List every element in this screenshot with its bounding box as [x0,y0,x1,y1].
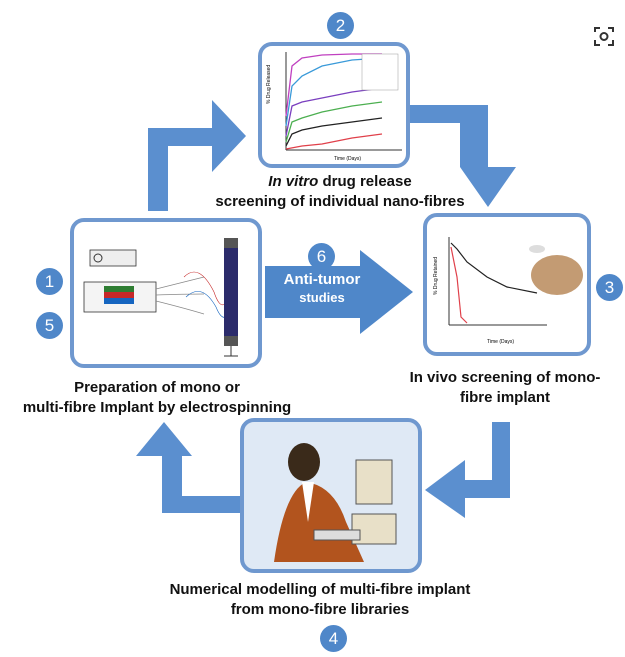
invivo-line2: fibre implant [459,389,550,406]
anti-tumor-arrow [265,250,413,334]
invitro-release-plot: % Drug Released Time (Days) [266,52,402,162]
step-5-badge: 5 [36,312,63,339]
electrospinning-panel [70,218,262,368]
step-4-badge: 4 [320,625,347,652]
svg-text:Time (Days): Time (Days) [334,156,361,162]
invivo-retention-plot: % Drug Retained Time (Days) [433,237,583,345]
invitro-line2: screening of individual nano-fibres [215,193,465,210]
modelling-illustration [274,443,397,562]
anti-tumor-label: Anti-tumor studies [272,270,372,306]
anti-tumor-line1: Anti-tumor [283,271,361,288]
invivo-panel: % Drug Retained Time (Days) [423,213,591,356]
invitro-rest: drug release [318,173,412,190]
cycle-arrow-left-to-top [148,100,246,211]
invivo-caption: In vivo screening of mono- fibre implant [380,368,625,408]
invitro-caption: In vitro drug release screening of indiv… [180,172,500,212]
invivo-line1: In vivo screening of mono- [409,369,601,386]
model-line2: from mono-fibre libraries [230,601,410,618]
modelling-caption: Numerical modelling of multi-fibre impla… [130,580,510,620]
anti-tumor-line2: studies [299,290,345,305]
cycle-arrow-bottom-to-left [136,422,240,513]
cycle-arrow-right-to-bottom [425,422,510,518]
invitro-panel: % Drug Released Time (Days) [258,42,410,168]
svg-text:% Drug Released: % Drug Released [266,65,272,104]
prep-line1: Preparation of mono or [74,379,240,396]
electrospinning-setup [83,238,238,357]
svg-text:% Drug Retained: % Drug Retained [433,257,439,295]
prep-line2: multi-fibre Implant by electrospinning [22,399,292,416]
svg-text:Time (Days): Time (Days) [487,339,514,345]
lens-icon[interactable] [592,24,616,48]
step-2-badge: 2 [327,12,354,39]
prep-caption: Preparation of mono or multi-fibre Impla… [2,378,312,418]
step-3-badge: 3 [596,274,623,301]
model-line1: Numerical modelling of multi-fibre impla… [169,581,471,598]
cycle-arrow-top-to-right [410,105,516,207]
invitro-italic: In vitro [268,173,319,190]
step-1-badge: 1 [36,268,63,295]
step-6-badge: 6 [308,243,335,270]
modelling-panel [240,418,422,573]
